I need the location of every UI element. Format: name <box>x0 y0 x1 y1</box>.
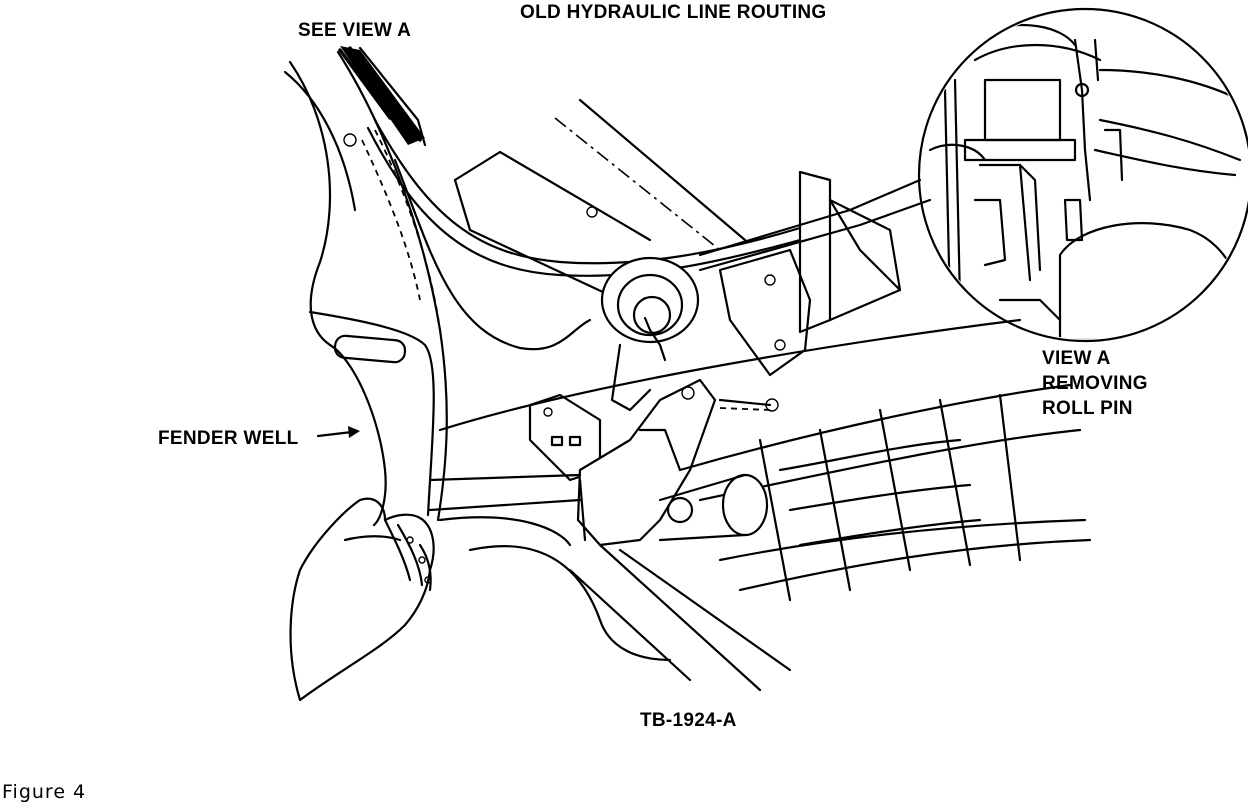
transmission-case <box>438 318 1092 602</box>
fender-arrow <box>316 426 360 438</box>
part-number: TB-1924-A <box>640 710 737 731</box>
transmission-mount <box>528 378 779 547</box>
view-a-line-2: REMOVING <box>1042 373 1148 394</box>
view-a-inset <box>917 7 1248 343</box>
crossmember <box>428 473 792 692</box>
frame-rail <box>453 98 932 334</box>
fender-well-callout: FENDER WELL <box>158 428 299 449</box>
fender-well <box>283 50 448 527</box>
mount-bracket <box>600 248 812 412</box>
hand <box>289 497 435 702</box>
view-a-line-1: VIEW A <box>1042 348 1111 369</box>
figure-title: OLD HYDRAULIC LINE ROUTING <box>520 2 827 23</box>
view-a-line-3: ROLL PIN <box>1042 398 1133 419</box>
hydraulic-line <box>366 118 802 351</box>
see-view-a-leader <box>338 46 427 147</box>
figure-caption: Figure 4 <box>2 781 87 803</box>
see-view-callout: SEE VIEW A <box>298 20 412 41</box>
view-a-caption: VIEW A REMOVING ROLL PIN <box>1042 346 1148 421</box>
